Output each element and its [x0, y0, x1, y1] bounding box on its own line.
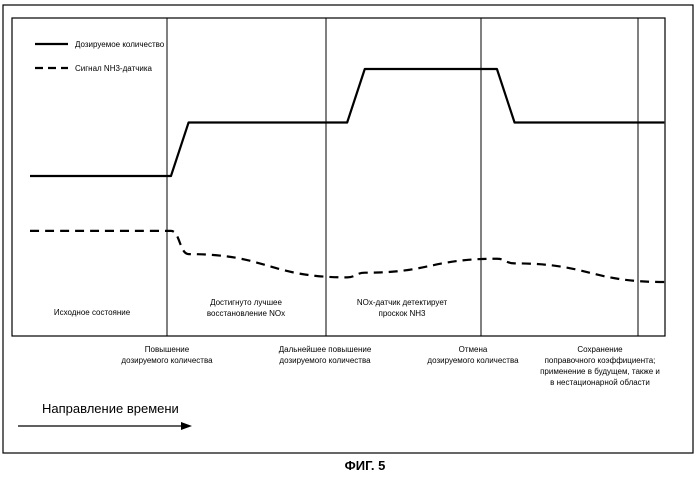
phase-labels: Исходное состояние Достигнуто лучшее восст… — [54, 298, 448, 318]
legend-label-nh3: Сигнал NH3-датчика — [75, 64, 153, 73]
time-direction-arrow-head — [181, 422, 192, 430]
transition-label-3-line-2: дозируемого количества — [427, 356, 519, 365]
phase-label-1-line-1: Исходное состояние — [54, 308, 131, 317]
legend: Дозируемое количество Сигнал NH3-датчика — [35, 40, 165, 73]
transition-labels: Повышение дозируемого количества Дальнейше… — [121, 345, 659, 387]
phase-separators — [167, 18, 638, 336]
series-nh3-sensor-line — [30, 231, 664, 282]
phase-label-3-line-2: проскок NH3 — [379, 309, 427, 318]
phase-label-2-line-1: Достигнуто лучшее — [210, 298, 282, 307]
transition-label-2-line-2: дозируемого количества — [279, 356, 371, 365]
phase-label-2-line-2: восстановление NOx — [207, 309, 285, 318]
figure-caption: ФИГ. 5 — [345, 458, 386, 473]
series-dosage-line — [30, 69, 664, 176]
transition-label-4-line-4: в нестационарной области — [550, 378, 650, 387]
transition-label-1-line-1: Повышение — [145, 345, 190, 354]
series-layer — [30, 69, 665, 282]
transition-label-1-line-2: дозируемого количества — [121, 356, 213, 365]
transition-label-4-line-1: Сохранение — [577, 345, 623, 354]
legend-label-dosage: Дозируемое количество — [75, 40, 165, 49]
transition-label-4-line-2: поправочного коэффициента; — [545, 356, 656, 365]
transition-label-2-line-1: Дальнейшее повышение — [279, 345, 372, 354]
transition-label-3-line-1: Отмена — [459, 345, 488, 354]
transition-label-4-line-3: применение в будущем, также и — [540, 367, 660, 376]
time-direction-label: Направление времени — [42, 401, 179, 416]
plot-right-edge — [638, 18, 665, 336]
phase-label-3-line-1: NOx-датчик детектирует — [357, 298, 448, 307]
